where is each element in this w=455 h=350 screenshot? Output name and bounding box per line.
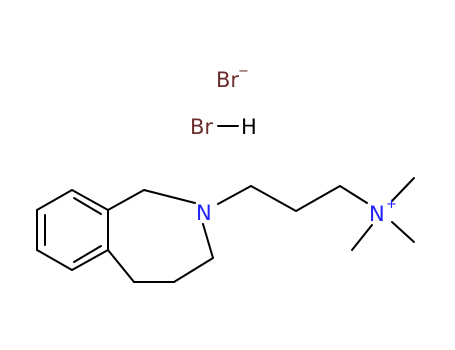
bond xyxy=(107,249,135,283)
hbr-hydrogen-label: H xyxy=(241,115,257,139)
bond xyxy=(143,189,196,204)
bond xyxy=(71,189,109,211)
bond xyxy=(173,257,214,283)
bond xyxy=(107,189,145,211)
methyl-bond xyxy=(391,177,415,202)
ring-nitrogen-label: N xyxy=(196,201,212,225)
ammonium-nitrogen-label: N xyxy=(369,202,385,226)
bond xyxy=(217,185,252,205)
hbr-bromine-label: Br xyxy=(190,115,213,139)
benzene-ring xyxy=(36,189,109,271)
methyl-bond xyxy=(351,224,373,251)
bond xyxy=(295,185,341,212)
double-bond xyxy=(73,245,102,263)
bromide-charge: − xyxy=(238,64,249,79)
ammonium-charge: + xyxy=(386,197,397,212)
bond xyxy=(36,249,73,271)
double-bond xyxy=(73,197,102,215)
propyl-chain xyxy=(217,185,368,212)
methyl-bond xyxy=(391,221,415,243)
bond xyxy=(339,185,368,204)
bond xyxy=(202,223,214,259)
methyl-groups xyxy=(351,177,415,251)
bond xyxy=(250,185,297,212)
bond xyxy=(36,189,73,211)
bromide-ion-label: Br xyxy=(216,68,239,92)
bond xyxy=(71,249,109,271)
piperidine-ring xyxy=(107,189,214,283)
